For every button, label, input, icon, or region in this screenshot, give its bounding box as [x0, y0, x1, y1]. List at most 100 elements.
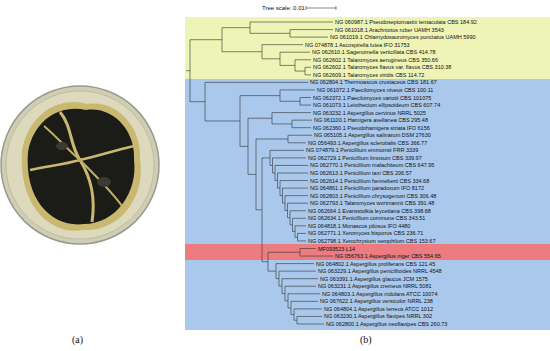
tree-branch [262, 157, 270, 158]
tree-branch [279, 271, 316, 272]
tree-branch [262, 261, 268, 262]
tree-branch [273, 172, 276, 173]
tree-branch [275, 165, 308, 166]
tree-branch [290, 37, 328, 38]
taxon-label: NG 062602.1 Talaromyces aerugineus CBS 3… [313, 56, 438, 64]
tree-branch [291, 314, 294, 315]
taxon-label: NG 056763.1 Aspergillus niger CBS 554.65 [335, 252, 441, 260]
tree-branch [291, 301, 318, 302]
tree-branch [293, 218, 307, 219]
taxon-label: NG 063231.1 Aspergillus cremeus NRRL 508… [318, 282, 432, 290]
taxon-label: NG 064818.1 Monascus pilosus IFO 4480 [308, 222, 410, 230]
taxon-label: NG 062609.1 Talaromyces viridis CBS 114.… [313, 71, 424, 79]
tree-branch [283, 188, 309, 189]
tree-branch [283, 203, 286, 204]
tree-branch [288, 135, 312, 136]
taxon-label: NG 061072.1 Paecilomyces niveus CBS 100.… [317, 86, 433, 94]
tree-branch [268, 252, 300, 253]
tree-branch [248, 118, 272, 119]
taxon-label: NG 062800.1 Aspergillus neoflavipes CBS … [326, 320, 447, 328]
tree-branch [294, 320, 297, 321]
tree-branch [288, 307, 291, 308]
taxon-label: NG 062770.1 Penicillium malachiteum CBS … [310, 161, 434, 169]
tree-branch [288, 203, 309, 204]
taxon-label: NG 064802.1 Aspergillus proliferans CBS … [316, 260, 435, 268]
tree-branch [292, 127, 311, 128]
tree-branch [288, 142, 306, 143]
tree-branch [248, 174, 256, 175]
tree-branch [262, 58, 280, 59]
tree-branch [280, 65, 295, 66]
tree-branch [290, 210, 306, 211]
taxon-label: NG 062729.1 Penicillium limosum CBS 339.… [308, 154, 422, 162]
tree-scale-label: Tree scale: 0.01 [262, 4, 305, 12]
scale-bar [306, 6, 336, 10]
tree-branch [262, 44, 303, 45]
taxon-label: NG 062614.1 Penicillium henneberti CBS 3… [310, 177, 429, 185]
tree-branch [240, 95, 280, 96]
taxon-label: NG 062360.1 Pseudohamigera striata IFO 6… [313, 124, 430, 132]
tree-branch [222, 27, 250, 28]
tree-branch [256, 139, 288, 140]
taxon-label: NG 060987.1 Pseudoseptomastix tentaculat… [335, 18, 477, 26]
tree-branch [285, 300, 288, 301]
tree-branch [278, 188, 281, 189]
tree-branch [298, 240, 307, 241]
tree-branch [186, 70, 190, 71]
tree-branch [256, 209, 262, 210]
tree-branch [205, 82, 308, 83]
taxon-label: NG 062804.1 Thermoascus crustaceus CBS 1… [310, 78, 437, 86]
taxon-label: NG 067622.1 Aspergillus versicolor NRRL … [320, 297, 433, 305]
taxon-label: NG 062634.1 Penicillium commune CBS 343.… [308, 214, 425, 222]
tree-branch [280, 89, 315, 90]
tree-branch [295, 71, 305, 72]
tree-branch [297, 324, 324, 325]
tree-branch [292, 120, 312, 121]
tree-branch [305, 74, 311, 75]
tree-branch [279, 286, 282, 287]
tree-branch [280, 52, 310, 53]
taxon-label: NG 061073.1 Leiothecium ellipsoideum CBS… [313, 101, 440, 109]
taxon-label: NG 056493.1 Aspergillus sclerotialis CBS… [308, 139, 427, 147]
taxon-label: NG 061019.1 Chlamydosauromyces punctatus… [330, 33, 476, 41]
taxon-label: NG 074879.1 Penicillium emmonsii FRR 333… [306, 146, 418, 154]
tree-branch [297, 316, 322, 317]
taxon-label: NG 063230.1 Aspergillus flavipes NRRL 30… [324, 312, 432, 320]
tree-branch [280, 101, 300, 102]
tree-branch [288, 293, 320, 294]
panel-label: (a) [72, 334, 83, 346]
taxon-label: NG 064803.1 Aspergillus nidulans ATCC 10… [322, 290, 437, 298]
tree-branch [272, 123, 292, 124]
tree-branch [268, 271, 276, 272]
petri-dish-photo [1, 86, 159, 244]
tree-branch [300, 256, 333, 257]
taxon-label: NG 062613.1 Penicillium taxi CBS 206.57 [310, 169, 412, 177]
taxon-label: NG 064804.1 Aspergillus terreus ATCC 101… [324, 305, 433, 313]
tree-branch [222, 51, 262, 52]
tree-branch [190, 39, 222, 40]
tree-branch [276, 263, 314, 264]
tree-branch [300, 97, 311, 98]
taxon-label: NG 063229.1 Aspergillus penicillioides N… [318, 267, 442, 275]
tree-branch [295, 59, 311, 60]
taxon-label: NG 063391.1 Aspergillus glaucus JCM 1575 [320, 275, 428, 283]
taxon-label: NG 062664.1 Evansstolkia leycettana CBS … [308, 207, 431, 215]
tree-branch [295, 237, 298, 238]
clade-band [185, 17, 550, 79]
tree-branch [293, 231, 296, 232]
tree-branch [275, 180, 278, 181]
taxon-label: NG 062602.1 Talaromyces flavus var. flav… [313, 63, 451, 71]
tree-branch [278, 173, 309, 174]
tree-branch [276, 278, 279, 279]
tree-branch [270, 165, 273, 166]
taxon-label: NG 062610.1 Sagenomella verticillata CBS… [312, 48, 436, 56]
tree-branch [280, 180, 308, 181]
tree-branch [300, 248, 316, 249]
tree-branch [205, 120, 240, 121]
tree-branch [280, 195, 283, 196]
highlight-band [185, 244, 550, 260]
tree-branch [240, 146, 248, 147]
tree-branch [250, 22, 333, 23]
